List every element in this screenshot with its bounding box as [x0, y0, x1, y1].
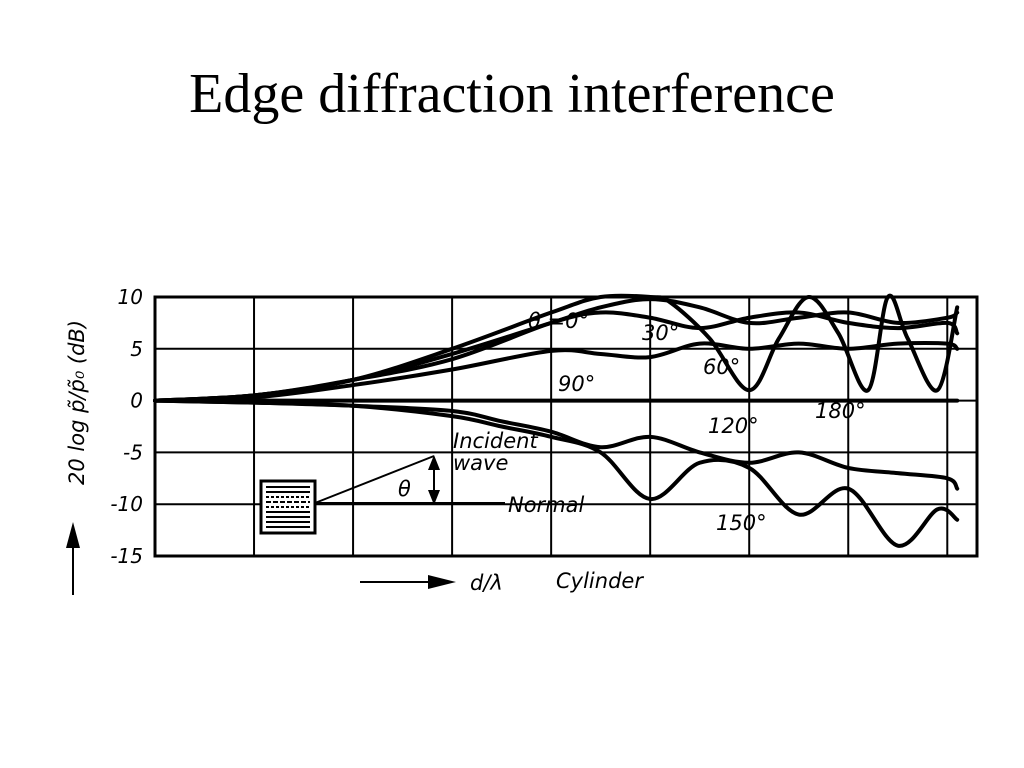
curve-labels: θ =0° 30° 60° 90° 120° 150° 180° [528, 309, 866, 535]
slide-title: Edge diffraction interference [189, 63, 835, 125]
normal-label: Normal [508, 493, 585, 517]
y-tick-label: 5 [130, 337, 143, 361]
series-line-3 [153, 340, 960, 403]
y-tick-label: -15 [110, 544, 143, 568]
x-axis-caption: Cylinder [556, 569, 644, 593]
x-axis-arrow-head [428, 575, 456, 589]
series-label: 90° [558, 372, 595, 396]
y-tick-label: 0 [130, 389, 143, 413]
y-axis-label: 20 log p̃/p̃₀ (dB) [65, 320, 89, 485]
series-label: 180° [815, 399, 866, 423]
angle-arrow-head-up [428, 455, 440, 470]
x-axis-label: d/λ [470, 571, 503, 595]
incident-label: Incident [453, 429, 538, 453]
y-tick-label: -10 [110, 492, 143, 516]
incident-wave-line [314, 455, 435, 504]
chart-curves [153, 293, 960, 548]
series-line-2 [153, 310, 960, 403]
y-tick-labels: 10 5 0 -5 -10 -15 [110, 285, 143, 568]
theta-symbol: θ [398, 477, 411, 501]
plot-frame [153, 295, 979, 558]
series-label: θ =0° [528, 309, 589, 333]
inset-diagram: θ Incident wave Normal [259, 429, 585, 535]
series-line-0 [153, 293, 960, 403]
series-label: 150° [716, 511, 767, 535]
angle-arrow-head-down [428, 490, 440, 505]
y-tick-label: -5 [123, 440, 143, 464]
wave-label: wave [453, 451, 508, 475]
y-axis-arrow-head [66, 522, 80, 548]
series-label: 120° [708, 414, 759, 438]
series-label: 60° [703, 355, 740, 379]
series-line-5 [153, 398, 960, 548]
y-tick-label: 10 [118, 285, 143, 309]
series-label: 30° [642, 321, 679, 345]
